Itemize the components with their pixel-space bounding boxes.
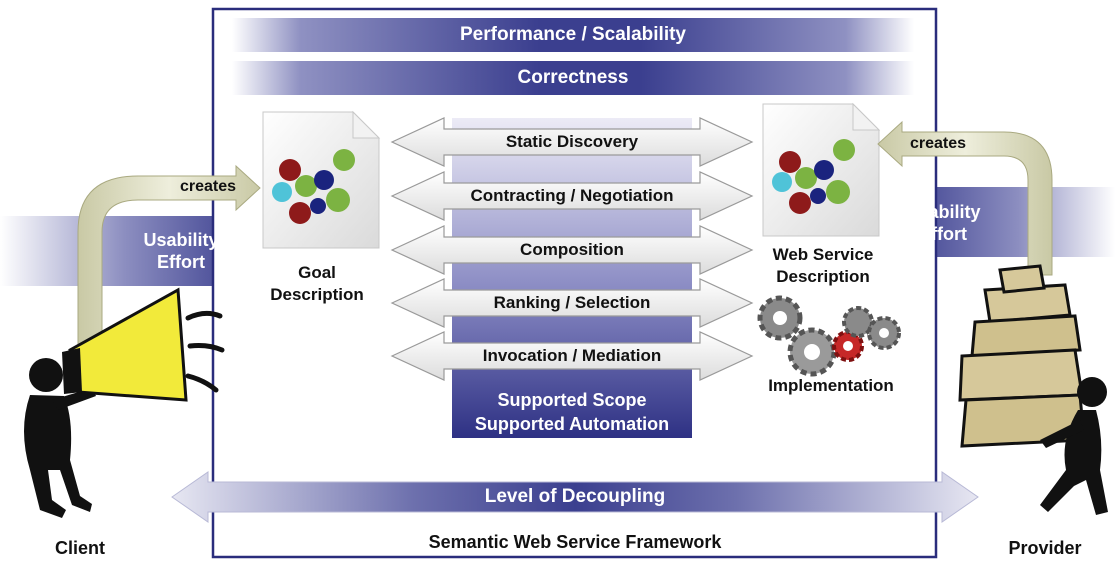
- creates-arrow-right: [877, 120, 1053, 276]
- provider-label: Provider: [1008, 538, 1082, 558]
- usability-effort-right: Usability Effort: [900, 201, 986, 245]
- activity-invocation: Invocation / Mediation: [482, 346, 662, 365]
- webservice-line2: Description: [776, 267, 870, 286]
- arrow-composition: [390, 225, 754, 275]
- supported-scope-label: Supported Scope Supported Automation: [448, 388, 696, 436]
- scope-line1: Supported Scope: [497, 390, 647, 410]
- goal-line1: Goal: [298, 263, 336, 282]
- creates-arrow-left: [77, 164, 261, 346]
- client-label: Client: [54, 538, 105, 558]
- usability-band-left: [0, 216, 249, 286]
- creates-label-left: creates: [179, 178, 237, 195]
- framework-title: Semantic Web Service Framework: [428, 532, 722, 552]
- usability-effort-left: Usability Effort: [122, 229, 240, 273]
- usability-left-line2: Effort: [157, 252, 205, 272]
- webservice-line1: Web Service: [772, 245, 874, 264]
- correctness-band: [232, 61, 914, 95]
- activity-arrows: [390, 117, 754, 381]
- usability-left-line1: Usability: [143, 230, 219, 250]
- goal-description-label: Goal Description: [262, 262, 372, 306]
- goal-document-icon: [262, 110, 381, 249]
- usability-right-line2: Effort: [919, 224, 967, 244]
- correctness-label: Correctness: [517, 67, 629, 88]
- goal-line2: Description: [270, 285, 364, 304]
- activity-contracting: Contracting / Negotiation: [470, 186, 674, 205]
- implementation-label: Implementation: [768, 376, 894, 395]
- activity-composition: Composition: [520, 240, 624, 259]
- gears-icon: [757, 295, 901, 377]
- arrow-contracting: [390, 171, 754, 221]
- arrow-static-discovery: [390, 117, 754, 167]
- creates-label-right: creates: [909, 135, 967, 152]
- arrow-ranking: [390, 278, 754, 328]
- provider-figure: [958, 264, 1108, 515]
- arrow-invocation: [390, 331, 754, 381]
- performance-label: Performance / Scalability: [460, 24, 686, 45]
- decoupling-arrow: [171, 471, 979, 523]
- scope-line2: Supported Automation: [474, 414, 670, 434]
- activity-ranking: Ranking / Selection: [493, 293, 651, 312]
- client-figure: [24, 287, 225, 518]
- webservice-document-icon: [762, 102, 881, 237]
- usability-right-line1: Usability: [905, 202, 981, 222]
- decoupling-label: Level of Decoupling: [484, 486, 666, 507]
- webservice-description-label: Web Service Description: [758, 244, 888, 288]
- activity-static-discovery: Static Discovery: [505, 132, 639, 151]
- scope-column: [452, 118, 692, 438]
- performance-band: [232, 18, 914, 52]
